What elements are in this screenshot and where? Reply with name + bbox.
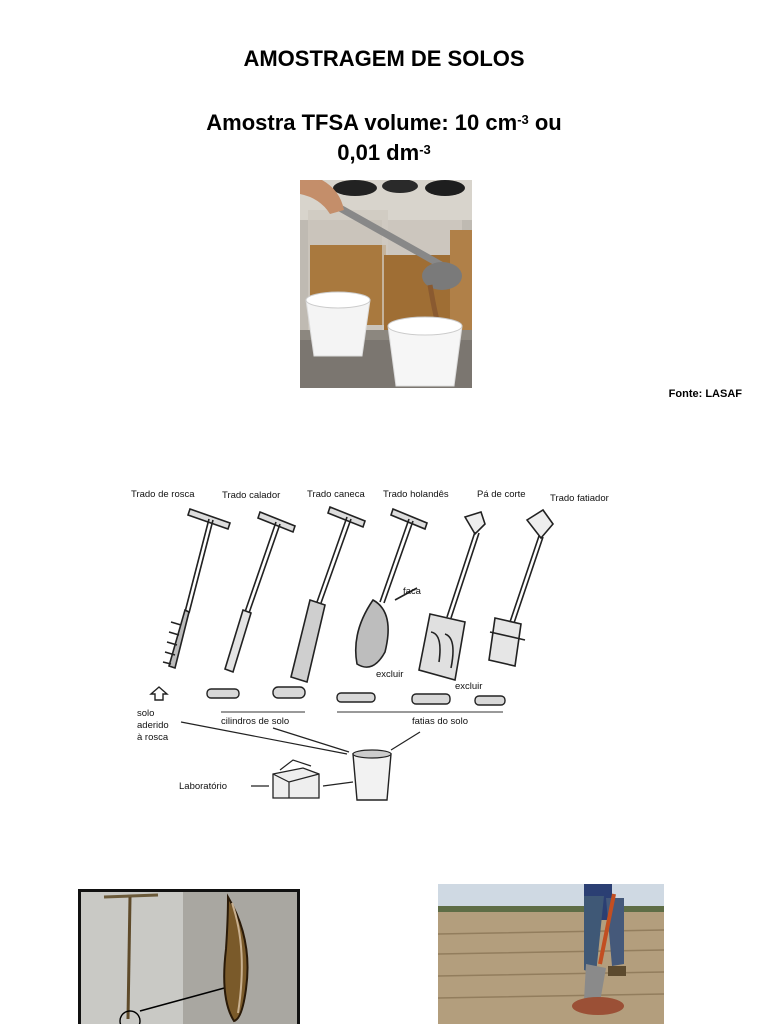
- label-a-rosca: à rosca: [137, 732, 169, 743]
- label-trado-fatiador: Trado fatiador: [550, 493, 609, 504]
- soil-tools-diagram: Trado de rosca Trado calador Trado canec…: [131, 489, 609, 801]
- label-solo: solo: [137, 708, 154, 719]
- page-subtitle: Amostra TFSA volume: 10 cm-3 ou 0,01 dm-…: [120, 108, 648, 168]
- label-fatias: fatias do solo: [412, 716, 468, 727]
- label-excluir-1: excluir: [376, 669, 403, 680]
- label-faca: faca: [403, 586, 422, 597]
- subtitle-text: 0,01 dm: [337, 140, 420, 165]
- label-aderido: aderido: [137, 720, 169, 731]
- source-caption: Fonte: LASAF: [668, 388, 742, 400]
- label-trado-holandes: Trado holandês: [383, 489, 449, 500]
- label-trado-calador: Trado calador: [222, 490, 280, 501]
- label-pa-de-corte: Pá de corte: [477, 489, 526, 500]
- field-spade-photo: [438, 884, 664, 1024]
- page-title: AMOSTRAGEM DE SOLOS: [243, 46, 525, 71]
- label-laboratorio: Laboratório: [179, 781, 227, 792]
- subtitle-text: ou: [528, 110, 562, 135]
- label-cilindros: cilindros de solo: [221, 716, 289, 727]
- auger-photo: [78, 889, 300, 1024]
- label-excluir-2: excluir: [455, 681, 482, 692]
- soil-sample-photo: [300, 180, 472, 388]
- label-trado-caneca: Trado caneca: [307, 489, 365, 500]
- superscript: -3: [419, 142, 431, 157]
- subtitle-text: Amostra TFSA volume: 10 cm: [206, 110, 518, 135]
- label-trado-rosca: Trado de rosca: [131, 489, 195, 500]
- superscript: -3: [517, 112, 529, 127]
